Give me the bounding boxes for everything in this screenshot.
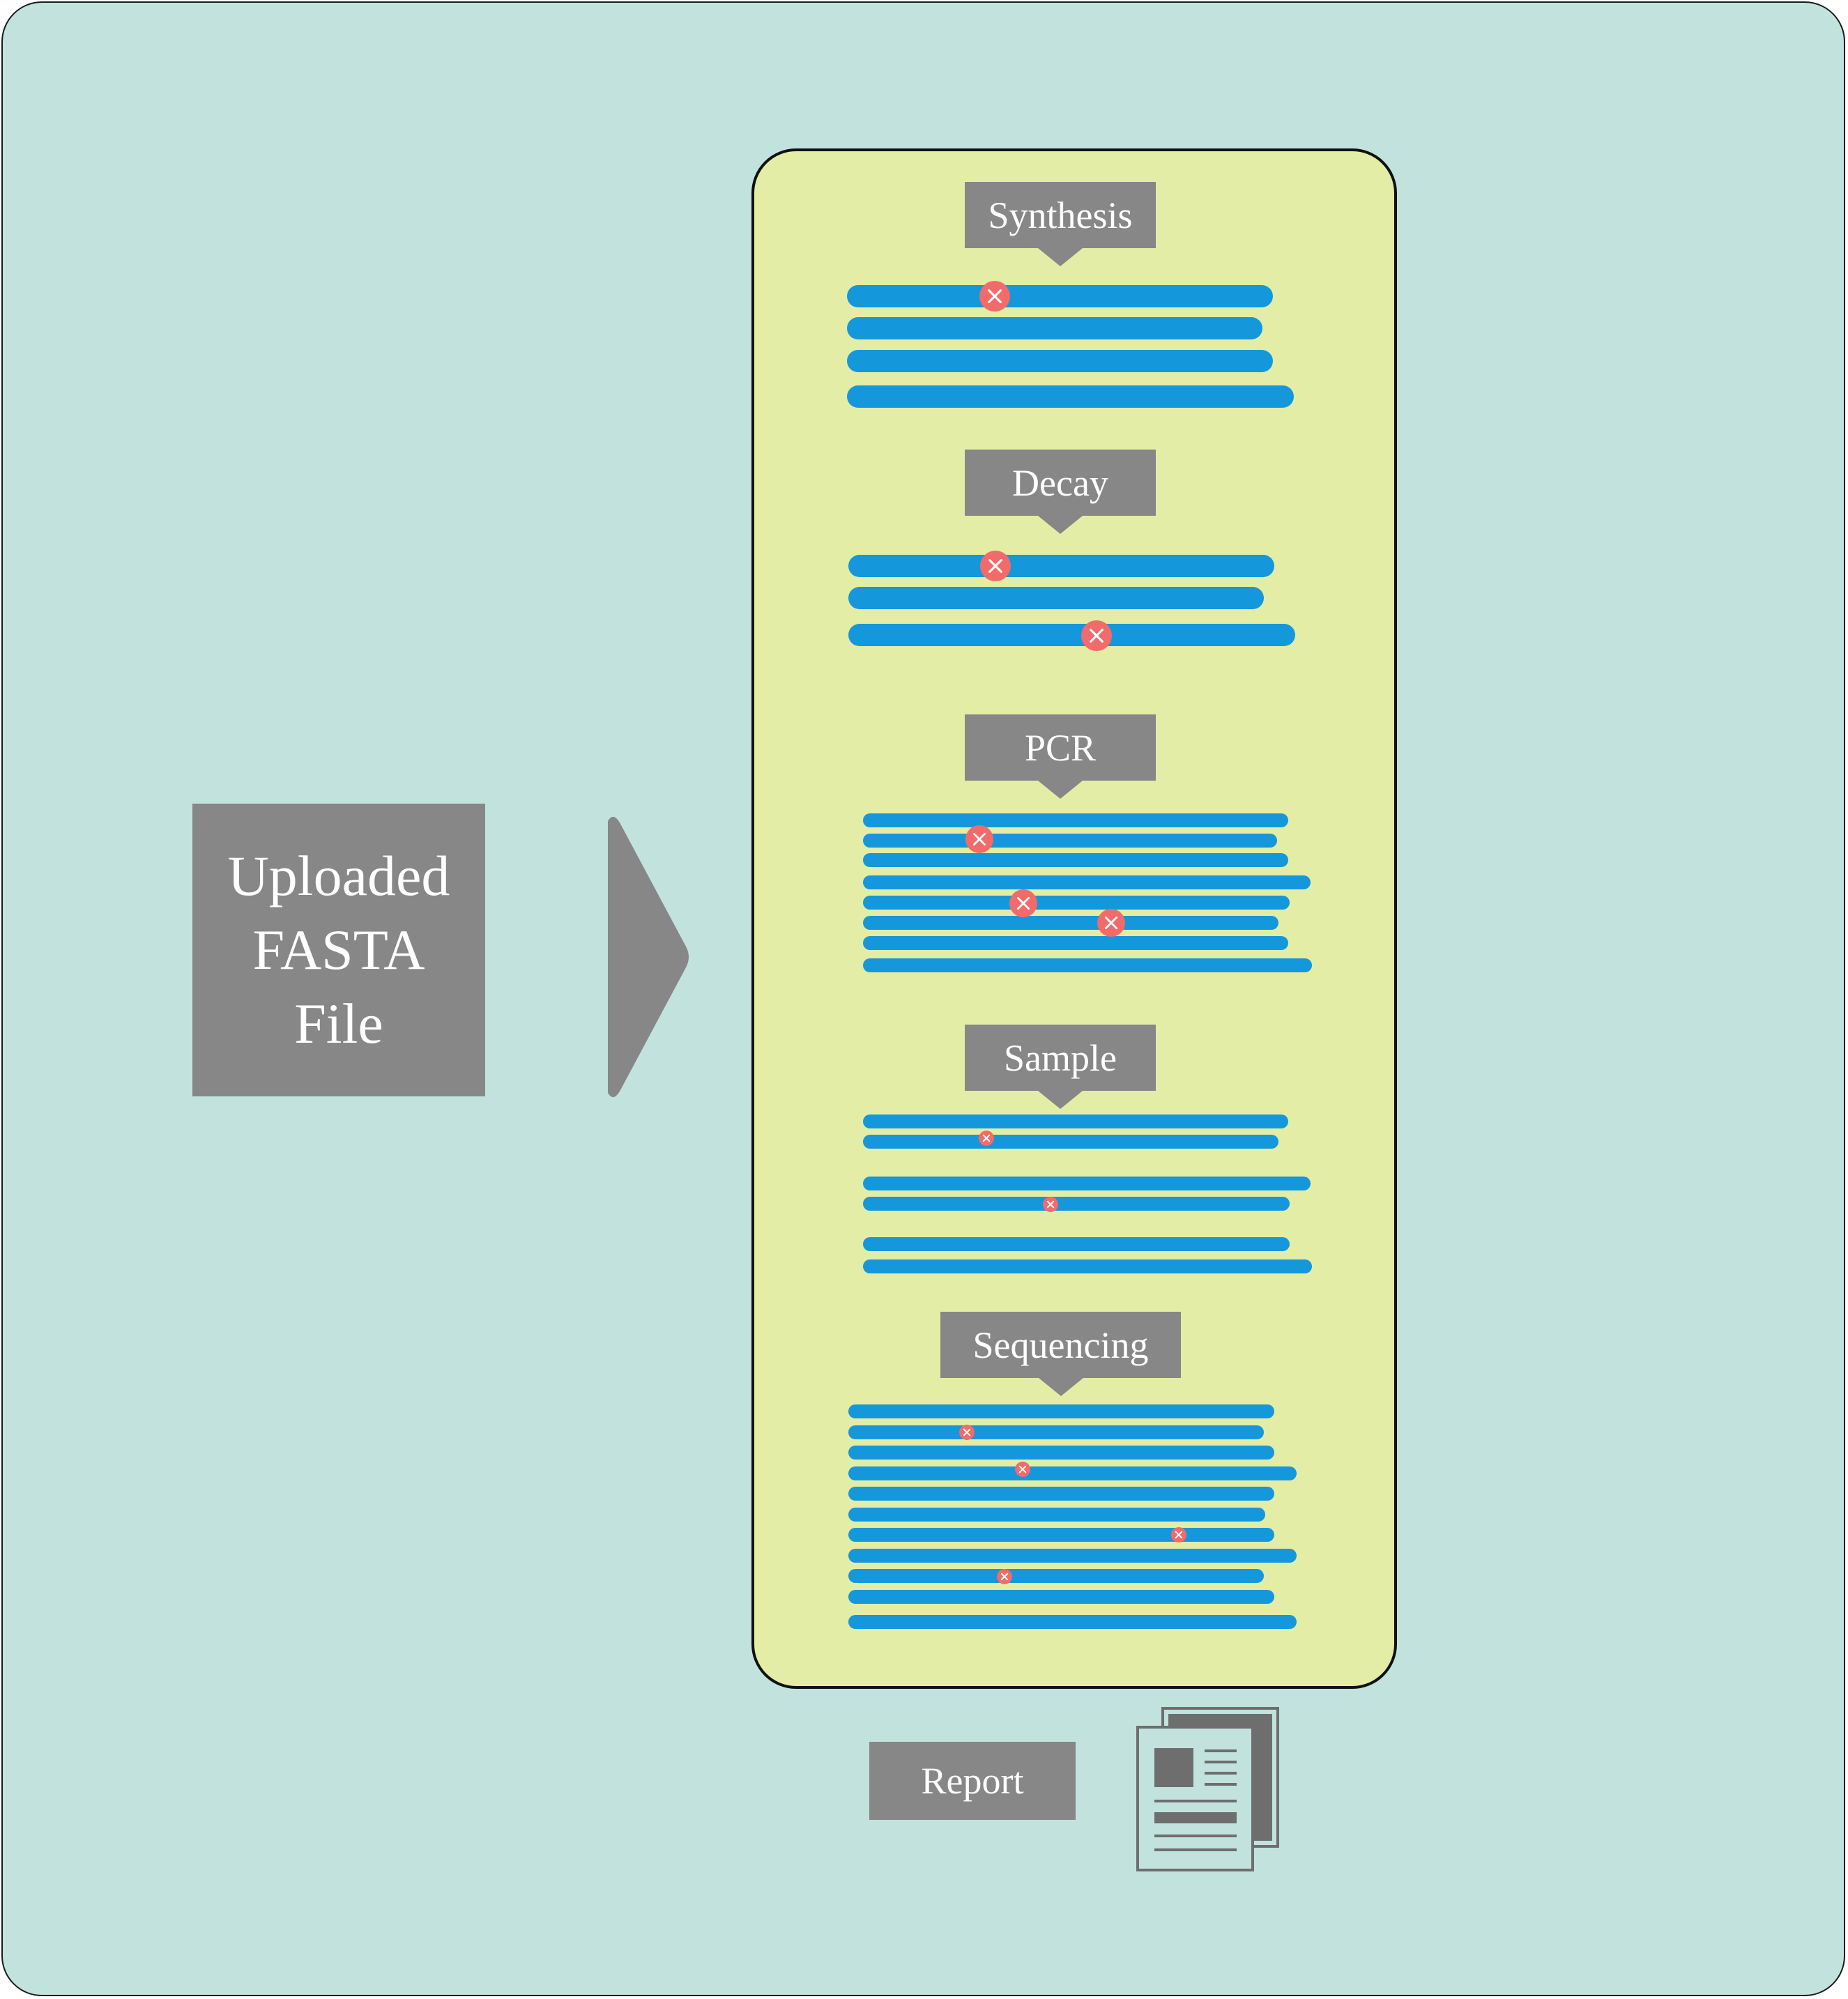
stage-sequencing-text: Sequencing [972, 1324, 1149, 1366]
error-x-icon [1009, 889, 1037, 917]
stage-label-synthesis: Synthesis [965, 182, 1156, 248]
stage-pcr-text: PCR [1024, 726, 1097, 769]
error-x-icon [1097, 909, 1125, 937]
error-x-icon [979, 281, 1010, 312]
report-label: Report [869, 1742, 1076, 1820]
stage-label-pcr: PCR [965, 714, 1156, 781]
error-x-icon [1043, 1197, 1058, 1212]
error-x-icon [959, 1425, 975, 1440]
error-x-icon [1081, 620, 1112, 651]
error-x-icon [997, 1569, 1012, 1584]
stage-synthesis-text: Synthesis [988, 194, 1133, 236]
stage-label-sample: Sample [965, 1025, 1156, 1091]
stage-sample-text: Sample [1004, 1036, 1117, 1079]
error-x-icon [1015, 1462, 1030, 1477]
error-x-icon [980, 551, 1011, 581]
stage-label-sequencing: Sequencing [940, 1312, 1181, 1378]
error-x-icon [965, 825, 993, 853]
arrow-right-icon [608, 816, 689, 1098]
document-stack-icon [1136, 1707, 1279, 1871]
uploaded-fasta-file-box: Uploaded FASTA File [192, 804, 485, 1096]
error-x-icon [1171, 1527, 1186, 1542]
uploaded-fasta-file-label: Uploaded FASTA File [227, 844, 450, 1055]
error-x-icon [979, 1131, 994, 1146]
stage-label-decay: Decay [965, 450, 1156, 516]
stage-decay-text: Decay [1012, 461, 1108, 504]
report-label-text: Report [921, 1760, 1024, 1802]
